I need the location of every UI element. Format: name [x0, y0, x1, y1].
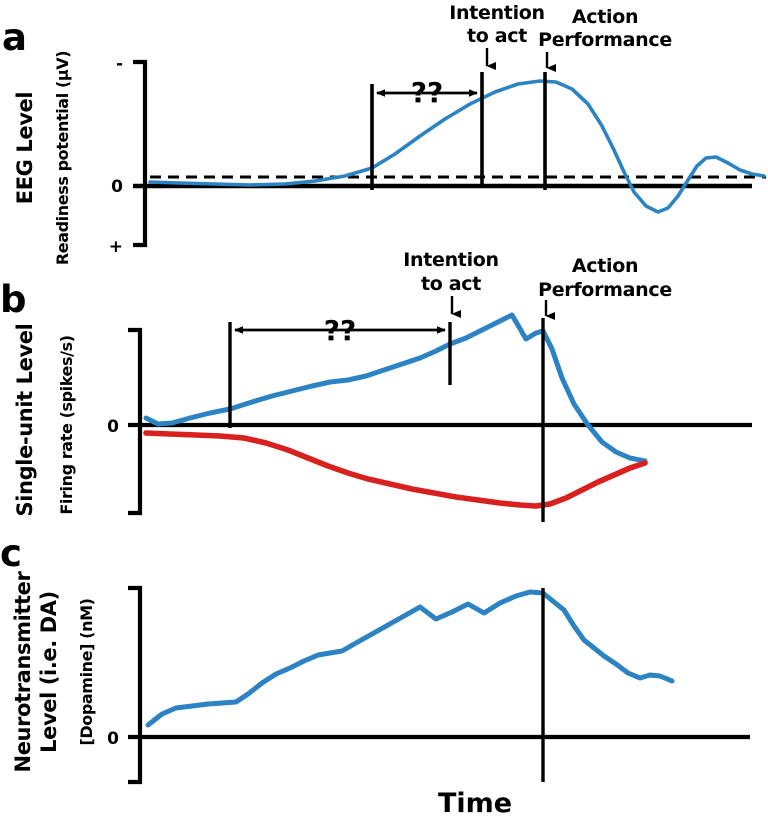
panel-a-ytick-zero: 0: [111, 177, 123, 197]
panel-a-letter: a: [2, 16, 27, 59]
panel-b: b Single-unit Level Firing rate (spikes/…: [0, 249, 752, 522]
panel-a-ytick-plus: +: [109, 237, 123, 257]
panel-a-level-label: EEG Level: [13, 92, 37, 204]
panel-c-level-label-line1: Neurotransmitter: [11, 571, 35, 773]
panel-b-action-label-line1: Action: [572, 255, 638, 277]
panel-c: c Neurotransmitter Level (i.e. DA) [Dopa…: [0, 532, 750, 785]
panel-a-action-label-line1: Action: [572, 6, 638, 28]
panel-a-ytick-minus: -: [116, 54, 123, 74]
panel-b-letter: b: [0, 278, 27, 321]
panel-a-y-axis: [133, 59, 148, 248]
panel-c-ytick-zero: 0: [107, 729, 119, 749]
panel-a-y-axis-label: Readiness potential (µV): [53, 51, 72, 265]
panel-c-level-label-line2: Level (i.e. DA): [37, 591, 61, 753]
panel-b-y-axis-label: Firing rate (spikes/s): [57, 335, 76, 514]
panel-a-intention-label-line2: to act: [467, 25, 527, 47]
panel-b-increasing-units-curve: [143, 312, 648, 464]
panel-c-dopamine-curve: [145, 589, 675, 728]
x-axis-title: Time: [438, 788, 512, 818]
panel-a: a EEG Level Readiness potential (µV) - 0…: [2, 2, 766, 265]
panel-b-intention-label-line2: to act: [421, 273, 481, 295]
panel-a-interval-label: ??: [411, 76, 443, 109]
panel-b-level-label: Single-unit Level: [13, 324, 37, 517]
panel-c-y-axis: [128, 585, 143, 785]
panel-c-y-axis-label: [Dopamine] (nM): [77, 598, 96, 745]
panel-b-decreasing-units-curve: [143, 430, 648, 509]
panel-b-action-label-line2: Performance: [538, 279, 672, 301]
panel-b-y-axis: [128, 327, 143, 516]
panel-a-readiness-potential-curve: [148, 79, 766, 214]
panel-a-action-label-line2: Performance: [538, 29, 672, 51]
panel-b-interval-label: ??: [324, 314, 356, 347]
panel-b-intention-label-line1: Intention: [403, 249, 499, 271]
panel-b-ytick-zero: 0: [107, 417, 119, 437]
panel-a-intention-label-line1: Intention: [449, 2, 545, 24]
panel-c-letter: c: [0, 532, 22, 575]
